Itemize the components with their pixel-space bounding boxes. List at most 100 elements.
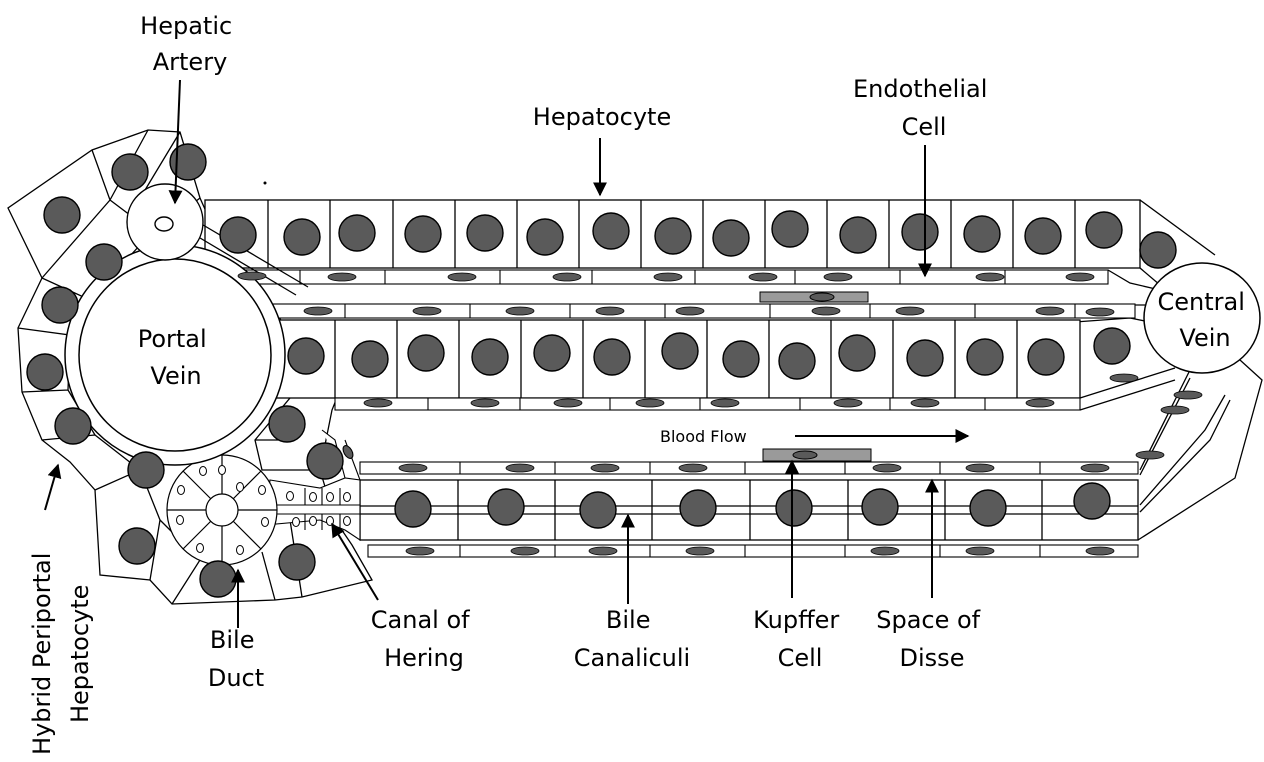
endothelial-nucleus (1110, 374, 1138, 382)
hepatocyte-nucleus (534, 335, 570, 371)
label-hepatocyte: Hepatocyte (533, 103, 671, 131)
endothelial-nucleus (506, 464, 534, 472)
endothelial-nucleus (328, 273, 356, 281)
hepatocyte-nucleus (467, 215, 503, 251)
label-space-of-disse: Space of Disse (876, 606, 988, 672)
hepatocyte-nucleus (128, 452, 164, 488)
duct-cell-nucleus (237, 546, 244, 555)
endothelial-nucleus (812, 307, 840, 315)
hepatocyte-nucleus (527, 219, 563, 255)
endothelial-nucleus (654, 273, 682, 281)
label-bile-canaliculi: Bile Canaliculi (574, 606, 690, 672)
hepatocyte-nucleus (395, 491, 431, 527)
hepatocyte-nucleus (1140, 232, 1176, 268)
hepatocyte-nucleus (220, 217, 256, 253)
hepatocyte-nucleus (902, 214, 938, 250)
endothelial-nucleus (506, 307, 534, 315)
hepatocyte-nucleus (779, 343, 815, 379)
endothelial-strip-5 (368, 545, 1138, 557)
label-endothelial-cell: Endothelial Cell (853, 75, 995, 141)
endothelial-nucleus (1136, 451, 1164, 459)
endothelial-nucleus (1026, 399, 1054, 407)
hepatocyte-nucleus (339, 215, 375, 251)
hepatocyte-nucleus (840, 217, 876, 253)
hepatocyte-nucleus (307, 443, 343, 479)
hepatocyte-nucleus (408, 335, 444, 371)
label-bile-duct: Bile Duct (208, 626, 264, 692)
hepatocyte-nucleus (680, 490, 716, 526)
hepatocyte-nucleus (44, 197, 80, 233)
endothelial-nucleus (304, 307, 332, 315)
hepatocyte-nucleus (1094, 328, 1130, 364)
duct-cell-nucleus (344, 493, 351, 502)
endothelial-nucleus (1086, 308, 1114, 316)
endothelial-nucleus (471, 399, 499, 407)
hepatocyte-nucleus (862, 489, 898, 525)
duct-cell-nucleus (344, 517, 351, 526)
endothelial-nucleus (399, 464, 427, 472)
endothelial-nucleus (413, 307, 441, 315)
endothelial-nucleus (911, 399, 939, 407)
hepatocyte-nucleus (27, 354, 63, 390)
endothelial-nucleus (553, 273, 581, 281)
hepatocyte-nucleus (1025, 218, 1061, 254)
endothelial-nucleus (238, 272, 266, 280)
lower-hepatocyte-plate (360, 480, 1138, 540)
duct-cell-nucleus (262, 518, 269, 527)
endothelial-nucleus (448, 273, 476, 281)
duct-cell-nucleus (293, 518, 300, 527)
endothelial-nucleus (896, 307, 924, 315)
endothelial-nucleus (711, 399, 739, 407)
hepatocyte-nucleus (288, 338, 324, 374)
hepatocyte-nucleus (1074, 483, 1110, 519)
endothelial-nucleus (966, 547, 994, 555)
hepatocyte-nucleus (655, 218, 691, 254)
endothelial-nucleus (1174, 391, 1202, 399)
endothelial-nucleus (364, 399, 392, 407)
hepatocyte-nucleus (662, 333, 698, 369)
hepatocyte-nucleus (269, 406, 305, 442)
arrow-hybrid-periportal (45, 465, 58, 510)
label-kupffer-cell: Kupffer Cell (753, 606, 847, 672)
stray-dot (264, 182, 267, 185)
hepatocyte-nucleus (55, 408, 91, 444)
endothelial-strip-4 (360, 462, 1138, 474)
duct-cell-nucleus (200, 467, 207, 476)
duct-cell-nucleus (177, 516, 184, 525)
hepatocyte-nucleus (593, 213, 629, 249)
hepatocyte-nucleus (970, 490, 1006, 526)
endothelial-nucleus (591, 464, 619, 472)
endothelial-nucleus (749, 273, 777, 281)
endothelial-nucleus (834, 399, 862, 407)
endothelial-nucleus (966, 464, 994, 472)
hepatocyte-nucleus (839, 335, 875, 371)
duct-cell-nucleus (327, 493, 334, 502)
hepatocyte-nucleus (907, 340, 943, 376)
endothelial-nucleus (589, 547, 617, 555)
hepatocyte-nucleus (964, 216, 1000, 252)
endothelial-nucleus (511, 547, 539, 555)
hepatocyte-nucleus (723, 341, 759, 377)
duct-cell-nucleus (310, 517, 317, 526)
duct-cell-nucleus (197, 544, 204, 553)
duct-cell-nucleus (237, 483, 244, 492)
hepatocyte-nucleus (279, 544, 315, 580)
hepatocyte-nucleus (472, 339, 508, 375)
hepatocyte-nucleus (112, 154, 148, 190)
hepatocyte-nucleus (86, 244, 122, 280)
endothelial-nucleus (676, 307, 704, 315)
hepatocyte-nucleus (200, 561, 236, 597)
hepatocyte-nucleus (1086, 212, 1122, 248)
endothelial-nucleus (824, 273, 852, 281)
endothelial-nucleus (1066, 273, 1094, 281)
hepatocyte-nucleus (119, 528, 155, 564)
hepatocyte-nucleus (352, 341, 388, 377)
duct-cell-nucleus (310, 493, 317, 502)
hepatocyte-nucleus (594, 339, 630, 375)
central-vein (1144, 263, 1260, 373)
hepatocyte-nucleus (1028, 339, 1064, 375)
hepatocyte-nucleus (967, 339, 1003, 375)
duct-cell-nucleus (178, 486, 185, 495)
